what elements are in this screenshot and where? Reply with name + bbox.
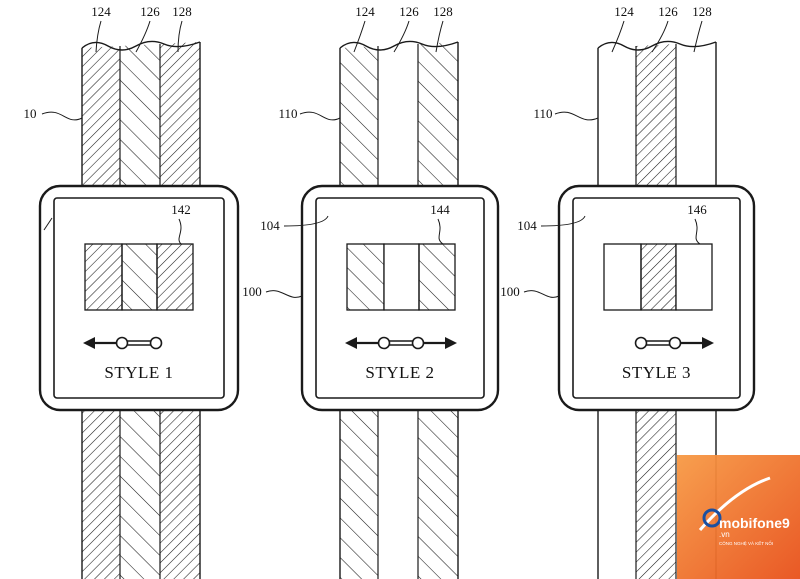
style-label: STYLE 3	[622, 363, 691, 382]
ref-numeral-display: 142	[171, 202, 191, 217]
ref-numeral-face: 104	[260, 218, 280, 233]
band-bottom-stripe-2	[378, 410, 418, 579]
band-top-stripe-1	[82, 46, 120, 186]
ref-numeral-band-2: 126	[658, 4, 678, 19]
ref-numeral-band-1: 124	[614, 4, 634, 19]
display-segment-1	[603, 243, 642, 311]
band-top-stripe-3	[418, 42, 458, 186]
display-segment-1	[346, 243, 385, 311]
display-segment-2	[640, 243, 677, 311]
style-slider[interactable]	[345, 336, 457, 350]
band-bottom-stripe-1	[340, 410, 378, 579]
ref-numeral-display: 146	[687, 202, 707, 217]
arrow-left-icon[interactable]	[83, 337, 116, 349]
ref-numeral-band-3: 128	[172, 4, 192, 19]
ref-numeral-watch: 100	[242, 284, 262, 299]
band-top-stripe-2	[378, 44, 418, 186]
band-top-stripe-1	[340, 46, 378, 186]
style-label: STYLE 1	[104, 363, 173, 382]
style-label: STYLE 2	[365, 363, 434, 382]
style-slider[interactable]	[634, 336, 715, 350]
band-bottom-stripe-1	[598, 410, 636, 579]
ref-numeral-band: 110	[278, 106, 297, 121]
display-segment-2	[121, 243, 158, 311]
ref-numeral-watch: 100	[500, 284, 520, 299]
band-top-edge	[81, 40, 201, 51]
band-top-stripe-3	[160, 42, 200, 186]
watch-1: STYLE 1 124 126 128 10 142	[24, 4, 240, 579]
display-segment-3	[156, 243, 194, 311]
ref-numeral-band-1: 124	[355, 4, 375, 19]
watermark-domain: .vn	[719, 530, 730, 539]
ref-numeral-band: 110	[533, 106, 552, 121]
display-segment-3	[418, 243, 456, 311]
watermark-brand: mobifone9	[719, 515, 790, 531]
band-top-stripe-2	[636, 44, 676, 186]
band-bottom-stripe-3	[160, 410, 200, 579]
display-segment-2	[383, 243, 420, 311]
band-top-edge	[339, 40, 459, 51]
watch-2: STYLE 2 124 126 128 110 104 100 144	[242, 4, 500, 579]
band-top-stripe-2	[120, 44, 160, 186]
band-top-stripe-3	[676, 42, 716, 186]
ref-numeral-band-2: 126	[399, 4, 419, 19]
arrow-right-icon[interactable]	[424, 337, 457, 349]
arrow-left-icon[interactable]	[345, 337, 378, 349]
ref-numeral-band-3: 128	[692, 4, 712, 19]
watermark-tagline: CÔNG NGHỆ VÀ KẾT NỐI	[719, 539, 773, 546]
arrow-right-icon[interactable]	[681, 337, 714, 349]
display-segment-3	[675, 243, 713, 311]
ref-numeral-band: 10	[24, 106, 37, 121]
ref-numeral-band-3: 128	[433, 4, 453, 19]
ref-numeral-band-2: 126	[140, 4, 160, 19]
band-bottom-stripe-1	[82, 410, 120, 579]
band-bottom-stripe-2	[120, 410, 160, 579]
watch-3: STYLE 3 124 126 128 110 104 100 146	[500, 4, 756, 579]
ref-numeral-band-1: 124	[91, 4, 111, 19]
ref-numeral-face: 104	[517, 218, 537, 233]
display-segment-1	[84, 243, 123, 311]
ref-numeral-display: 144	[430, 202, 450, 217]
band-top-stripe-1	[598, 46, 636, 186]
style-slider[interactable]	[83, 336, 163, 350]
band-bottom-stripe-2	[636, 410, 676, 579]
band-bottom-stripe-3	[418, 410, 458, 579]
